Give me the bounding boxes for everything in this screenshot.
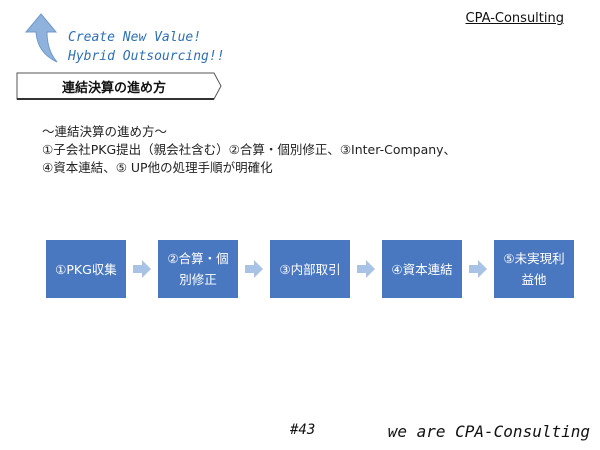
description: ～連結決算の進め方～ ①子会社PKG提出（親会社含む）②合算・個別修正、③Int… bbox=[42, 123, 582, 177]
tagline: Create New Value! Hybrid Outsourcing!! bbox=[68, 28, 225, 66]
footer-slogan: we are CPA-Consulting bbox=[387, 422, 590, 441]
page-number: #43 bbox=[290, 422, 316, 438]
step-1-label: ①PKG収集 bbox=[55, 261, 117, 277]
description-line-3: ④資本連結、⑤ UP他の処理手順が明確化 bbox=[42, 160, 273, 175]
step-2-box: ②合算・個別修正 bbox=[158, 240, 238, 298]
step-5-box: ⑤未実現利益他 bbox=[494, 240, 574, 298]
page-title: 連結決算の進め方 bbox=[61, 80, 166, 96]
step-2-label: ②合算・個別修正 bbox=[167, 251, 229, 287]
description-line-2: ①子会社PKG提出（親会社含む）②合算・個別修正、③Inter-Company、 bbox=[42, 142, 457, 157]
description-line-1: ～連結決算の進め方～ bbox=[42, 124, 168, 139]
right-arrow-icon bbox=[238, 240, 270, 298]
right-arrow-icon bbox=[350, 240, 382, 298]
right-arrow-icon bbox=[126, 240, 158, 298]
step-1-box: ①PKG収集 bbox=[46, 240, 126, 298]
step-5-label: ⑤未実現利益他 bbox=[503, 251, 565, 287]
tagline-line-1: Create New Value! bbox=[68, 30, 202, 45]
process-flow: ①PKG収集 ②合算・個別修正 ③内部取引 ④資本連結 ⑤未実現利益他 bbox=[46, 240, 574, 298]
step-3-label: ③内部取引 bbox=[279, 261, 341, 277]
brand-name: CPA-Consulting bbox=[465, 11, 564, 26]
up-arrow-icon bbox=[24, 13, 58, 63]
step-3-box: ③内部取引 bbox=[270, 240, 350, 298]
title-tab-shape bbox=[16, 72, 222, 100]
right-arrow-icon bbox=[462, 240, 494, 298]
step-4-label: ④資本連結 bbox=[391, 261, 453, 277]
title-tab: 連結決算の進め方 bbox=[16, 72, 222, 100]
step-4-box: ④資本連結 bbox=[382, 240, 462, 298]
tagline-line-2: Hybrid Outsourcing!! bbox=[68, 49, 225, 64]
